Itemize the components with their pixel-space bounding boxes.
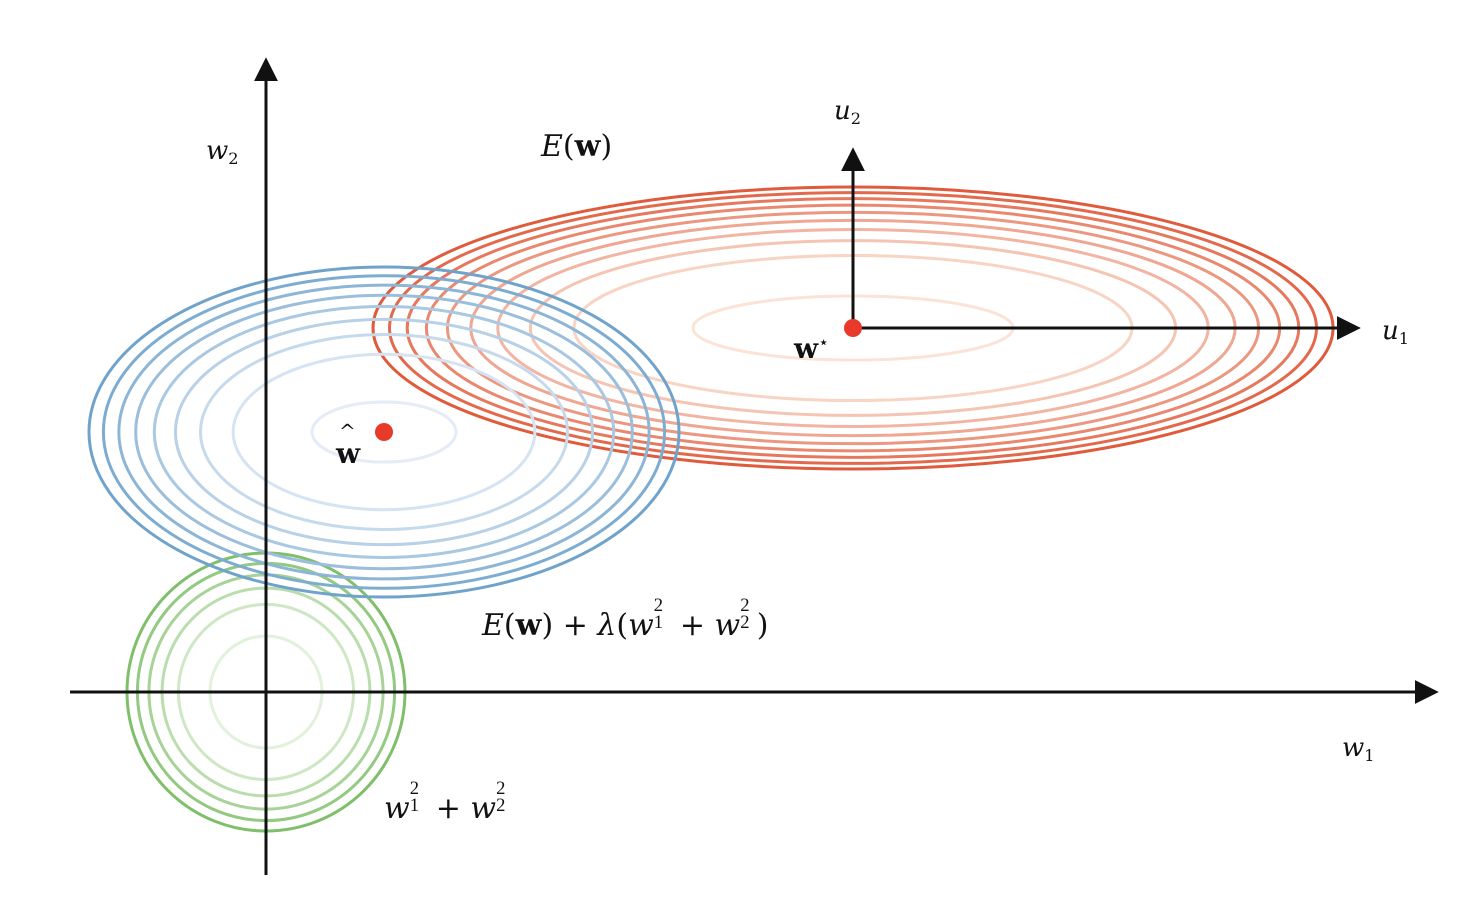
w-hat-point [375,423,393,441]
regularized-ring-3 [199,333,569,531]
error-function-label: E(w) [541,129,613,164]
regularized-ring-4 [173,317,595,547]
regularized-ring-1 [310,400,458,464]
u1-axis-label: u1 [1382,316,1409,349]
regularized-ring-6 [134,293,634,571]
regularized-ring-9 [87,265,681,599]
w-star-label: w⋆ [794,332,829,365]
u2-axis-label: u2 [834,96,861,129]
w-hat-label: w^ [336,419,361,470]
regularized-contours [87,265,681,599]
regularized-ring-7 [117,283,651,581]
regularized-ring-2 [231,352,537,512]
w2-axis-label: w2 [206,136,239,169]
regularized-ring-5 [152,305,616,559]
regularized-ring-8 [101,274,667,590]
w1-axis-label: w1 [1342,733,1375,766]
w-star-point [844,319,862,337]
